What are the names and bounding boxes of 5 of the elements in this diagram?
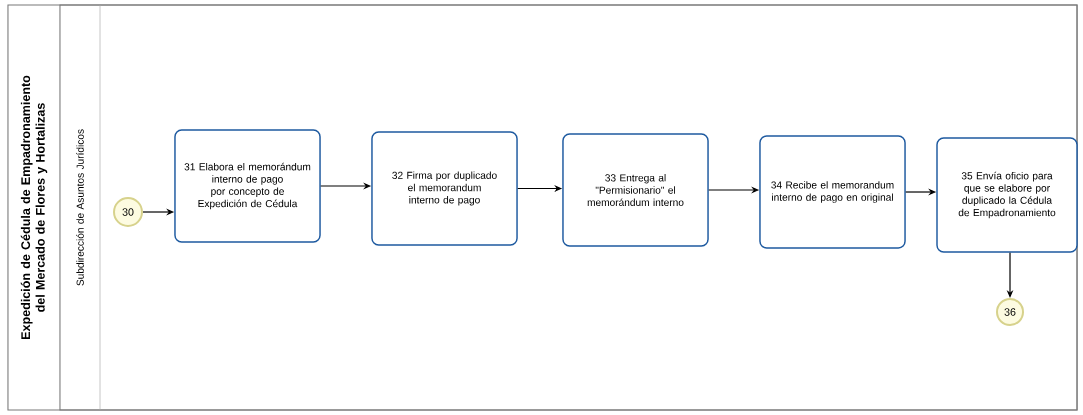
- process-box: 32 Firma por duplicado el memorandum interno de pago: [371, 131, 518, 246]
- process-box: 34 Recibe el memorandum interno de pago en original: [759, 135, 906, 249]
- process-box: 33 Entrega al "Permisionario" el memorándum interno: [562, 133, 709, 247]
- process-box: 31 Elabora el memorándum interno de pago por concepto de Expedición de Cédula: [174, 129, 321, 243]
- process-box: 35 Envía oficio para que se elabore por duplicado la Cédula de Empadronamiento: [936, 137, 1078, 253]
